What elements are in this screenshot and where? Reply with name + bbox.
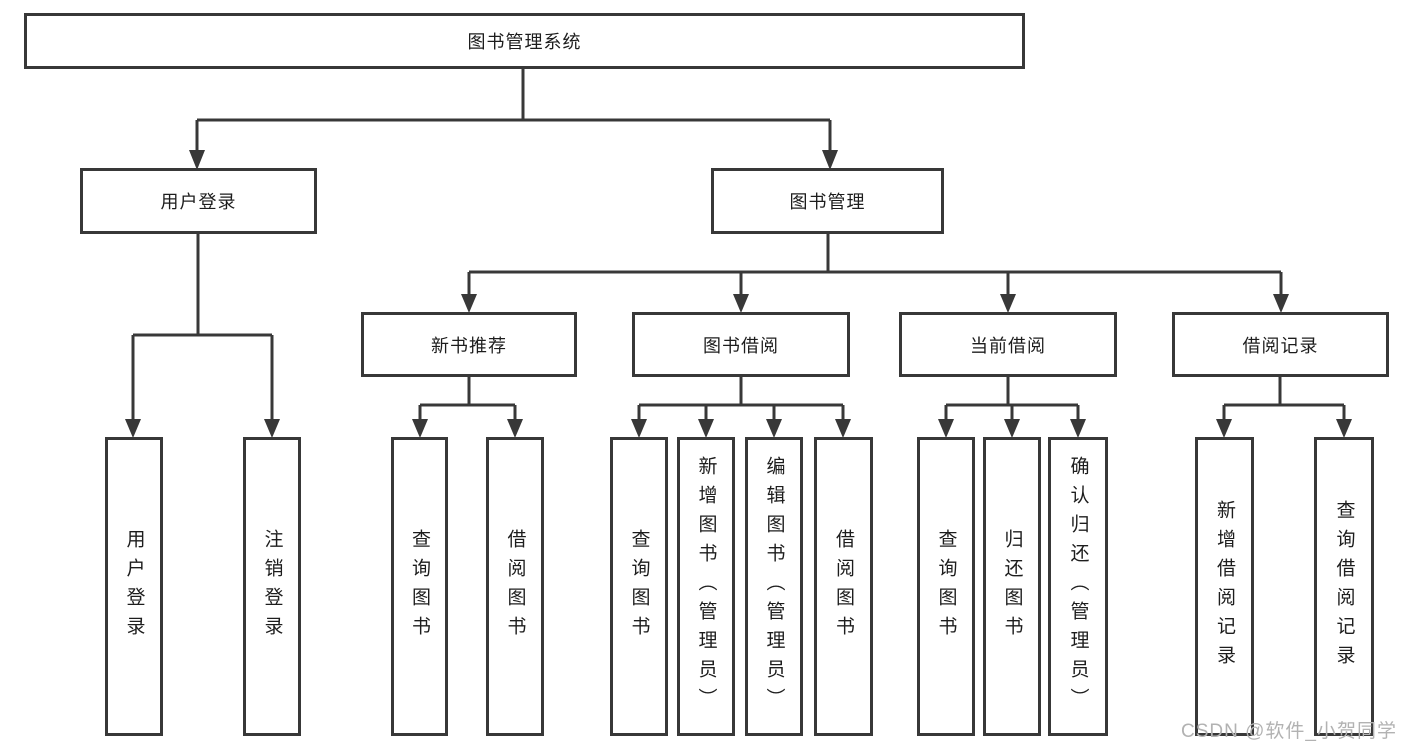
leaf-records-query: 查询借阅记录 [1314,437,1374,736]
node-borrow-records: 借阅记录 [1172,312,1389,377]
leaf-logout: 注销登录 [243,437,301,736]
leaf-borrow-borrow: 借阅图书 [814,437,873,736]
node-new-book-recommend: 新书推荐 [361,312,577,377]
leaf-records-query-label: 查询借阅记录 [1333,499,1355,674]
leaf-user-login: 用户登录 [105,437,163,736]
node-book-borrow: 图书借阅 [632,312,850,377]
leaf-borrow-add-label: 新增图书（管理员） [695,456,717,717]
leaf-newbook-query: 查询图书 [391,437,448,736]
node-current-borrow: 当前借阅 [899,312,1117,377]
leaf-records-add-label: 新增借阅记录 [1214,499,1235,674]
leaf-borrow-add: 新增图书（管理员） [677,437,735,736]
node-current-borrow-label: 当前借阅 [970,335,1046,356]
leaf-current-query-label: 查询图书 [935,528,957,645]
node-new-book-recommend-label: 新书推荐 [431,335,507,356]
leaf-current-query: 查询图书 [917,437,975,736]
leaf-newbook-query-label: 查询图书 [409,528,430,645]
node-book-management: 图书管理 [711,168,944,234]
leaf-borrow-edit-label: 编辑图书（管理员） [763,456,785,717]
leaf-newbook-borrow-label: 借阅图书 [504,528,526,645]
leaf-borrow-query-label: 查询图书 [628,528,650,645]
node-borrow-records-label: 借阅记录 [1242,335,1319,356]
node-user-login-label: 用户登录 [160,192,237,212]
node-user-login: 用户登录 [80,168,317,234]
watermark-text: CSDN @软件_小贺同学 [1181,721,1397,742]
leaf-current-confirm-return: 确认归还（管理员） [1048,437,1108,736]
leaf-current-confirm-return-label: 确认归还（管理员） [1067,456,1089,717]
leaf-records-add: 新增借阅记录 [1195,437,1254,736]
leaf-current-return-label: 归还图书 [1001,528,1023,645]
node-root-label: 图书管理系统 [467,32,582,52]
leaf-user-login-label: 用户登录 [123,528,145,645]
node-root: 图书管理系统 [24,13,1025,69]
leaf-borrow-borrow-label: 借阅图书 [833,528,854,645]
leaf-current-return: 归还图书 [983,437,1041,736]
leaf-borrow-query: 查询图书 [610,437,668,736]
leaf-logout-label: 注销登录 [261,528,283,645]
leaf-borrow-edit: 编辑图书（管理员） [745,437,803,736]
arrowheads [125,150,1352,438]
leaf-newbook-borrow: 借阅图书 [486,437,544,736]
node-book-management-label: 图书管理 [789,192,866,212]
node-book-borrow-label: 图书借阅 [703,335,779,356]
